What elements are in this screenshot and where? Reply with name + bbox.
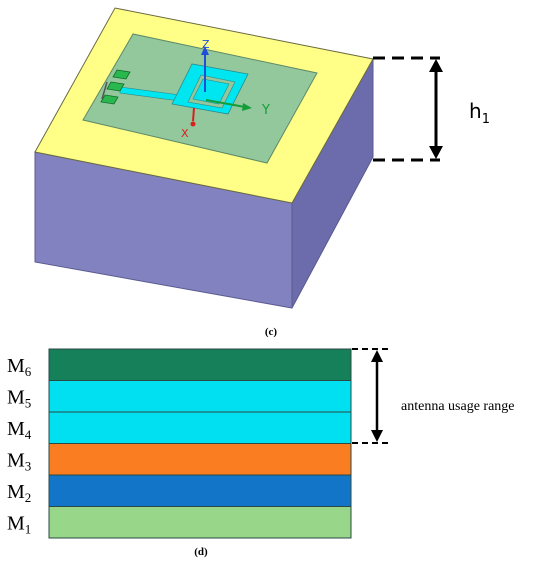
range-arrow-head-bottom bbox=[371, 430, 383, 442]
caption-c: (c) bbox=[265, 326, 278, 338]
height-label: h1 bbox=[469, 99, 490, 127]
layer-m4 bbox=[48, 411, 352, 444]
port-bar bbox=[101, 81, 108, 100]
y-axis-label: Y bbox=[261, 103, 270, 118]
layer-label-m5: M5 bbox=[7, 386, 31, 410]
layer-m5 bbox=[48, 380, 352, 413]
height-arrow-head-bottom bbox=[429, 146, 443, 159]
layer-m6 bbox=[48, 348, 352, 381]
z-axis-label: Z bbox=[202, 38, 210, 51]
z-axis-arrow bbox=[201, 46, 209, 55]
caption-d: (d) bbox=[194, 546, 208, 558]
height-arrow-head-top bbox=[429, 59, 443, 72]
layer-label-m4: M4 bbox=[7, 418, 32, 442]
range-arrow-head-top bbox=[371, 350, 383, 362]
layer-label-m1: M1 bbox=[7, 512, 31, 536]
layer-label-m6: M6 bbox=[7, 355, 32, 379]
port-1 bbox=[112, 69, 131, 80]
y-axis-arrow bbox=[242, 103, 252, 111]
x-axis-arrow bbox=[190, 121, 196, 127]
patch-inner bbox=[192, 78, 230, 105]
layer-m2 bbox=[48, 474, 352, 507]
x-axis bbox=[192, 107, 195, 122]
layer-stack bbox=[48, 348, 352, 539]
port-3 bbox=[100, 94, 119, 105]
layer-m1 bbox=[48, 506, 352, 539]
y-axis bbox=[205, 99, 246, 108]
figure-c: Z Y X h1 (c) bbox=[34, 7, 490, 338]
range-annotation: antenna usage range bbox=[401, 399, 515, 414]
port-2 bbox=[106, 81, 125, 92]
layer-label-m2: M2 bbox=[7, 481, 31, 505]
layer-m3 bbox=[48, 443, 352, 476]
layer-label-m3: M3 bbox=[7, 449, 31, 473]
x-axis-label: X bbox=[181, 127, 189, 140]
